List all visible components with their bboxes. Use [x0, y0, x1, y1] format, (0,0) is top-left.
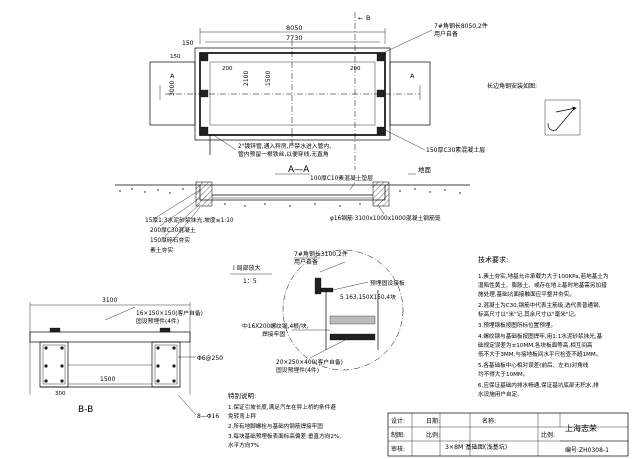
- notes-line-4: 水平方向7%: [228, 441, 259, 449]
- note-bolt-line2: 焊接牢固: [262, 330, 285, 338]
- dim-200-a: 200: [222, 66, 233, 72]
- detail-angle-line1: 7#角钢长3100,2件: [294, 250, 348, 258]
- plan-view: 8050 7730 150 B ← 2100 1500 3000 200 200…: [149, 12, 581, 170]
- rebar-dots: [44, 346, 176, 383]
- dim-inner: 7730: [286, 34, 303, 42]
- tb-title: 3×8M 基础图(浅基坑): [445, 443, 507, 451]
- note-pipe-line2: 管内预留一根铁丝,以便穿线,无直角: [238, 150, 329, 158]
- tech-line-4: 标高尺寸以"米"记,其余尺寸以"毫米"记。: [478, 310, 580, 318]
- tb-drawing-no: 编号:ZH0308-1: [565, 446, 609, 454]
- label-ground: 地面: [418, 165, 432, 174]
- note-mesh: φ16钢筋 3100x1000x1000混凝土钢筋笼: [330, 214, 441, 222]
- note-gravel: 150厚碎石夯实: [150, 236, 190, 244]
- dim-150-left: 150: [182, 40, 194, 47]
- tech-line-10: 均不得大于10MM。: [478, 370, 528, 378]
- tech-title: 技术要求:: [478, 255, 508, 264]
- note-soil: 素土夯实: [150, 246, 173, 254]
- dim-300-bb: 300: [55, 391, 66, 397]
- notes-title: 特别说明:: [228, 391, 256, 400]
- special-notes: 特别说明: 1.保证引坡长度,满足汽车在秤上桥的条件避 免转弯上秤 2.所有地脚…: [228, 391, 341, 449]
- tb-design: 设计:: [391, 417, 405, 425]
- tech-line-11: 6.应保证基础内排水畅通,保证基坑底部无积水,排: [478, 381, 599, 389]
- gravel-pattern: [119, 188, 461, 207]
- notes-line-3: 3.每块基础预埋板表面标高偏差:垂直方向2%,: [228, 432, 341, 440]
- section-b-b: 3100 16×150×150(客户自备) 固设预埋件(4件) 1500 300: [29, 297, 223, 420]
- tech-line-1: 湿陷性黄土、膨胀土、或存在地上基时地基需另加措: [478, 281, 607, 289]
- dim-1500-bb: 1500: [100, 376, 115, 383]
- tb-drawn: 制图:: [391, 431, 405, 439]
- detail-i: I 局部放大 1：5 7#角钢长3100,2件 用户自备 预埋固设接板 5 16…: [230, 249, 405, 374]
- dim-200-b: 200: [350, 66, 361, 72]
- marker-a-left: A: [170, 72, 175, 80]
- dim-2100: 2100: [243, 71, 250, 86]
- dim-3100: 3100: [102, 297, 117, 304]
- tb-date: 日期:: [426, 417, 440, 425]
- tech-line-8: 低不大于3MM,与接地板间水平尺检查不超1MM。: [478, 350, 601, 358]
- bb-plate-line1: 16×150×150(客户自备): [136, 309, 203, 317]
- detail-note-angle: 7#角钢长3100,2件 用户自备: [294, 250, 350, 266]
- tech-line-2: 施处理,基础坑面接触面应平整并夯实。: [478, 290, 575, 298]
- tech-line-12: 水设施用户自定。: [478, 390, 523, 398]
- arrow-b-top: ←: [358, 15, 363, 22]
- note-pipe-line1: 2"镀锌管,通入秤房,严禁水进入管内,: [238, 142, 331, 150]
- label-anchor: 5 163,150X150,4块: [340, 293, 396, 301]
- note-plate-line1: 20×250×400(客户自备): [276, 358, 343, 366]
- note-c30: 200厚C30混凝土: [150, 226, 196, 234]
- marker-a-right: A: [410, 72, 415, 80]
- bb-plate-line2: 固设预埋件(4件): [136, 317, 179, 325]
- note-plate: 20×250×400(客户自备) 固设预埋件(4件): [276, 358, 345, 374]
- note-mortar: 15厚1:3水泥砂浆抹光,坡度≤1:10: [145, 216, 234, 224]
- detail-angle-line2: 用户自备: [294, 258, 318, 266]
- dim-total: 8050: [286, 24, 303, 32]
- note-angle-line1: 7#角钢长8050,2件: [434, 22, 488, 30]
- note-pipe: 2"镀锌管,通入秤房,严禁水进入管内, 管内预留一根铁丝,以便穿线,无直角: [238, 142, 333, 158]
- tb-scale: 比例:: [426, 431, 440, 439]
- note-angle-line2: 用户自备: [434, 30, 458, 38]
- note-hook: 长边角钢安装如图:: [487, 82, 537, 90]
- title-block: 设计: 制图: 审核: 日期: 比例: 名称: 3×8M 基础图(浅基坑) 比例…: [387, 412, 629, 457]
- label-embed: 预埋固设接板: [370, 279, 405, 287]
- note-concrete-layer: 150厚C30素混凝土层: [426, 146, 485, 154]
- detail-scale-title: I 局部放大: [233, 264, 261, 272]
- note-bolt: 中16X200螺纹钢,4根/块, 焊接牢固: [242, 322, 310, 338]
- tb-name: 名称:: [482, 417, 496, 425]
- section-bb-title: B-B: [78, 405, 93, 415]
- note-plate-line2: 固设预埋件(4件): [276, 366, 319, 374]
- dim-1500: 1500: [265, 71, 272, 86]
- tech-line-9: 5.各基础板中心相对误差(前后、左右)对角线: [478, 361, 589, 369]
- tech-line-6: 4.螺纹钢与基础板按图焊牢,用1:1水泥砂浆抹光,基: [478, 332, 603, 340]
- tech-line-7: 础规定误差为±10MM,各块板面等高,相互间高: [478, 341, 593, 349]
- section-aa-title: A—A: [288, 165, 310, 175]
- note-angle-steel: 7#角钢长8050,2件 用户自备: [434, 22, 490, 38]
- note-stirrup: Φ6@250: [197, 355, 223, 362]
- tb-ratio: 比例:: [541, 431, 555, 439]
- bb-note-plate: 16×150×150(客户自备) 固设预埋件(4件): [136, 309, 205, 325]
- note-bolt-line1: 中16X200螺纹钢,4根/块,: [242, 322, 309, 330]
- tech-line-0: 1.素土夯实,地基允许承载力大于100KPa,若地基土为: [478, 272, 609, 280]
- tech-line-3: 2.混凝土为C30,钢筋中代表主筋级,选代表普通钢,: [478, 301, 601, 309]
- dim-150-right: 150: [170, 54, 181, 60]
- note-rebar: 8—Φ16: [197, 413, 219, 420]
- notes-line-2: 2.所有地脚螺栓与基础内钢筋焊接牢固: [228, 422, 323, 430]
- tb-company: 上海志荣: [565, 423, 597, 433]
- marker-b-top: B: [366, 14, 370, 22]
- detail-scale-ratio: 1：5: [243, 278, 257, 285]
- notes-line-0: 1.保证引坡长度,满足汽车在秤上桥的条件避: [228, 403, 336, 411]
- label-c10: 100厚C10素混凝土垫层: [310, 174, 373, 182]
- tb-check: 审核:: [391, 445, 405, 453]
- tech-requirements: 技术要求: 1.素土夯实,地基允许承载力大于100KPa,若地基土为 湿陷性黄土…: [478, 255, 609, 398]
- dim-3000: 3000: [169, 81, 176, 96]
- tech-line-5: 3.预埋钢板按图所标位置预埋。: [478, 321, 556, 329]
- section-a-a: A—A 100厚C10素混凝土垫层 地面 15厚1:3水泥砂浆抹光,坡度≤1:1…: [115, 165, 470, 254]
- notes-line-1: 免转弯上秤: [228, 412, 256, 420]
